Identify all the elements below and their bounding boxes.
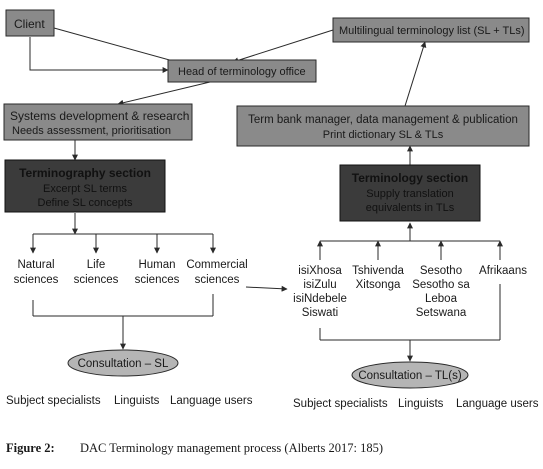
- svg-text:Xitsonga: Xitsonga: [356, 279, 401, 291]
- svg-text:Subject specialists: Subject specialists: [293, 398, 388, 410]
- svg-text:Sesotho: Sesotho: [420, 265, 462, 277]
- systems-dev-box: Systems development & research Needs ass…: [3, 103, 193, 141]
- svg-text:Term bank manager, data manage: Term bank manager, data management & pub…: [248, 114, 518, 126]
- svg-text:Excerpt SL terms: Excerpt SL terms: [43, 183, 127, 195]
- svg-text:Consultation – TL(s): Consultation – TL(s): [358, 370, 462, 382]
- svg-text:Print dictionary SL & TLs: Print dictionary SL & TLs: [323, 129, 444, 141]
- science-life: Life sciences: [74, 259, 119, 286]
- consultation-tl-ellipse: Consultation – TL(s): [351, 361, 469, 389]
- svg-text:Define SL concepts: Define SL concepts: [38, 197, 133, 209]
- svg-text:Subject specialists: Subject specialists: [6, 395, 101, 407]
- consult-left-participants: Subject specialists Linguists Language u…: [6, 395, 253, 407]
- svg-text:Needs assessment, prioritisati: Needs assessment, prioritisation: [12, 125, 171, 137]
- svg-text:Sesotho sa: Sesotho sa: [412, 279, 470, 291]
- svg-text:Client: Client: [14, 17, 45, 31]
- svg-text:Tshivenda: Tshivenda: [352, 265, 404, 277]
- svg-text:Natural: Natural: [17, 259, 54, 271]
- svg-text:Commercial: Commercial: [186, 259, 247, 271]
- svg-text:sciences: sciences: [135, 274, 180, 286]
- svg-text:Linguists: Linguists: [114, 395, 160, 407]
- svg-text:Life: Life: [87, 259, 106, 271]
- language-group-sotho: Sesotho Sesotho sa Leboa Setswana: [412, 265, 470, 319]
- svg-text:Setswana: Setswana: [416, 307, 467, 319]
- svg-text:sciences: sciences: [74, 274, 119, 286]
- svg-text:Systems development & research: Systems development & research: [10, 109, 189, 123]
- svg-text:sciences: sciences: [14, 274, 59, 286]
- svg-text:Siswati: Siswati: [302, 307, 338, 319]
- svg-text:isiXhosa: isiXhosa: [298, 265, 342, 277]
- svg-text:sciences: sciences: [195, 274, 240, 286]
- svg-text:Human: Human: [138, 259, 175, 271]
- term-bank-box: Term bank manager, data management & pub…: [236, 105, 530, 147]
- figure-caption: Figure 2: DAC Terminology management pro…: [6, 441, 383, 455]
- svg-text:Head of terminology office: Head of terminology office: [178, 66, 306, 78]
- terminology-box: Terminology section Supply translation e…: [339, 164, 481, 222]
- svg-text:isiZulu: isiZulu: [303, 279, 336, 291]
- svg-text:equivalents in TLs: equivalents in TLs: [366, 202, 455, 214]
- svg-text:Supply translation: Supply translation: [366, 188, 453, 200]
- head-office-box: Head of terminology office: [167, 59, 317, 83]
- svg-text:Leboa: Leboa: [425, 293, 458, 305]
- svg-text:Language users: Language users: [170, 395, 253, 407]
- caption-label: Figure 2:: [6, 441, 55, 455]
- connectors: [29, 27, 503, 362]
- svg-text:Consultation – SL: Consultation – SL: [78, 358, 169, 370]
- svg-text:Language users: Language users: [456, 398, 539, 410]
- science-commercial: Commercial sciences: [186, 259, 247, 286]
- svg-text:isiNdebele: isiNdebele: [293, 293, 347, 305]
- svg-text:Afrikaans: Afrikaans: [479, 265, 527, 277]
- language-group-afrikaans: Afrikaans: [479, 265, 527, 277]
- svg-text:Linguists: Linguists: [398, 398, 444, 410]
- consultation-sl-ellipse: Consultation – SL: [67, 349, 179, 377]
- caption-text: DAC Terminology management process (Albe…: [80, 441, 383, 455]
- science-natural: Natural sciences: [14, 259, 59, 286]
- svg-text:Multilingual terminology list: Multilingual terminology list (SL + TLs): [339, 25, 525, 37]
- language-group-nguni: isiXhosa isiZulu isiNdebele Siswati: [293, 265, 347, 319]
- multilingual-list-box: Multilingual terminology list (SL + TLs): [332, 17, 530, 43]
- svg-text:Terminology section: Terminology section: [352, 171, 468, 185]
- svg-text:Terminography section: Terminography section: [19, 166, 151, 180]
- consult-right-participants: Subject specialists Linguists Language u…: [293, 398, 539, 410]
- language-group-venda-tsonga: Tshivenda Xitsonga: [352, 265, 404, 291]
- terminography-box: Terminography section Excerpt SL terms D…: [4, 159, 166, 213]
- client-box: Client: [5, 9, 55, 37]
- science-human: Human sciences: [135, 259, 180, 286]
